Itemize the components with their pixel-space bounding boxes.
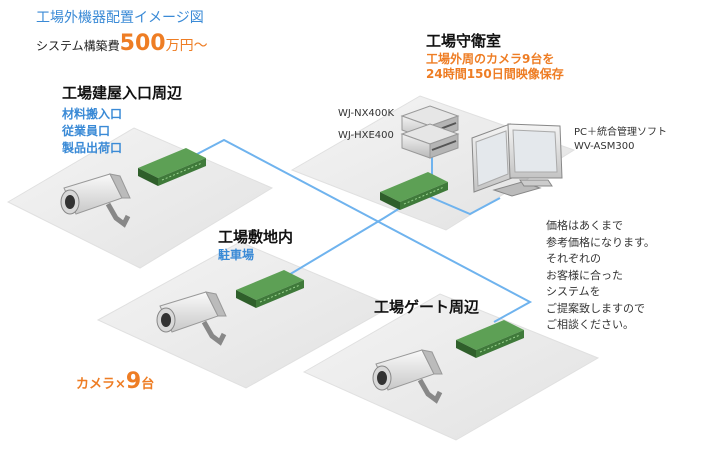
network-switch-guard <box>380 172 448 210</box>
camera-icon-entrance <box>60 173 131 228</box>
guard-room-desc-line-2: 24時間150日間映像保存 <box>426 67 564 81</box>
system-cost-prefix: システム構築費 <box>36 39 120 53</box>
note-line-7: ご相談ください。 <box>546 318 634 331</box>
network-switch-entrance <box>138 148 206 186</box>
note-line-2: 参考価格になります。 <box>546 235 655 249</box>
camera-icon-premises <box>156 291 227 346</box>
camera-count-suffix: 台 <box>141 377 155 392</box>
cable-guard-to-pc <box>427 195 501 216</box>
platform-gate <box>302 293 600 441</box>
entrance-item-3: 製品出荷口 <box>62 141 123 155</box>
gate-title: 工場ゲート周辺 <box>374 298 480 316</box>
building-entrance-title: 工場建屋入口周辺 <box>62 84 183 102</box>
cable-premises-to-guard <box>271 207 401 286</box>
guard-room-description: 工場外周のカメラ9台を 24時間150日間映像保存 <box>426 52 564 82</box>
pc-label-line-2: WV-ASM300 <box>574 141 635 152</box>
entrance-item-2: 従業員口 <box>62 124 111 138</box>
cable-entrance-to-gate <box>181 138 533 323</box>
platform-premises <box>96 241 394 389</box>
premises-item-1: 駐車場 <box>218 248 255 262</box>
camera-icon-gate <box>372 349 443 404</box>
system-cost-suffix: 万円～ <box>165 38 208 54</box>
note-line-3: それぞれの <box>546 252 601 265</box>
guard-room-title: 工場守衛室 <box>426 32 502 50</box>
system-cost-number: 500 <box>119 31 166 56</box>
pc-software-label: PC＋統合管理ソフト WV-ASM300 <box>574 126 667 154</box>
note-line-6: ご提案致しますので <box>546 301 645 315</box>
pc-monitor-icon <box>471 123 563 197</box>
recorder-top-label: WJ-NX400K <box>338 108 395 119</box>
recorder-wj-hxe400-icon <box>400 123 460 159</box>
pc-label-line-1: PC＋統合管理ソフト <box>574 127 668 138</box>
entrance-item-1: 材料搬入口 <box>62 107 123 121</box>
camera-count-number: 9 <box>125 369 142 394</box>
recorder-bottom-label: WJ-HXE400 <box>338 130 394 141</box>
network-switch-gate <box>456 320 524 358</box>
camera-count: カメラ×9台 <box>76 368 154 396</box>
system-cost: システム構築費500万円～ <box>36 30 208 58</box>
premises-title: 工場敷地内 <box>218 228 294 246</box>
camera-count-prefix: カメラ× <box>76 377 126 392</box>
note-line-5: システムを <box>546 285 601 298</box>
diagram-title: 工場外機器配置イメージ図 <box>36 10 204 26</box>
network-switch-premises <box>236 270 304 308</box>
building-entrance-items: 材料搬入口 従業員口 製品出荷口 <box>62 106 122 157</box>
note-line-4: お客様に合った <box>546 268 623 282</box>
price-note: 価格はあくまで 参考価格になります。 それぞれの お客様に合った システムを ご… <box>546 218 696 334</box>
guard-room-desc-line-1: 工場外周のカメラ9台を <box>426 52 555 66</box>
note-line-1: 価格はあくまで <box>546 219 623 232</box>
